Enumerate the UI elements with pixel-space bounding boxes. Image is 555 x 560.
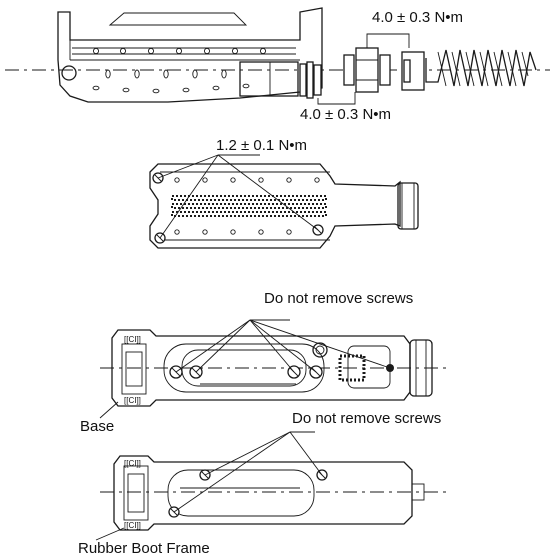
- base-cable-cap: [409, 339, 433, 397]
- screw-icon: [168, 469, 328, 518]
- tail-section: [239, 61, 299, 97]
- gland-nut: [343, 47, 391, 93]
- screw-icon: [169, 364, 394, 379]
- svg-text:[[CI]]: [[CI]]: [124, 521, 141, 530]
- vent-holes-lower: [92, 69, 250, 94]
- label-base: Base: [80, 418, 114, 435]
- svg-text:[[CI]]: [[CI]]: [124, 396, 141, 405]
- vent-holes-upper: [92, 47, 267, 55]
- torque-label-gland: 4.0 ± 0.3 N•m: [372, 9, 463, 26]
- display-window: [108, 12, 248, 26]
- vent-grid: [171, 195, 327, 217]
- base-housing: [111, 329, 411, 407]
- svg-text:[[CI]]: [[CI]]: [124, 459, 141, 468]
- torque-bracket-top: [366, 33, 410, 48]
- warning-label-screws-2: Do not remove screws: [292, 410, 441, 427]
- torque-label-cover: 1.2 ± 0.1 N•m: [216, 137, 307, 154]
- rubber-boot-frame: [113, 455, 413, 531]
- gland-cap: [401, 51, 425, 91]
- leader-line: [173, 431, 323, 513]
- leader-line: [99, 401, 119, 419]
- inner-plate: [163, 343, 325, 393]
- torque-label-tail: 4.0 ± 0.3 N•m: [300, 106, 391, 123]
- base-internal-view: [[CI]] [[CI]] Do not remove screws Base: [80, 290, 450, 435]
- strain-relief-spring: [425, 49, 537, 87]
- leader-line: [175, 319, 391, 373]
- label-rubber-boot-frame: Rubber Boot Frame: [78, 540, 210, 557]
- pendant-body-side: [57, 7, 323, 103]
- torque-bracket-bottom: [317, 92, 356, 105]
- leader-line: [157, 154, 219, 179]
- cable-end-cap: [397, 182, 419, 230]
- side-view: 4.0 ± 0.3 N•m 4.0 ± 0.3 N•m: [5, 7, 550, 123]
- rubber-boot-view: [[CI]] [[CI]] Do not remove screws Rubbe…: [78, 410, 450, 557]
- rear-cover-view: 1.2 ± 0.1 N•m: [149, 137, 419, 249]
- screw-icon: [152, 172, 324, 244]
- leader-line: [95, 527, 125, 541]
- rear-cover-body: [149, 163, 401, 249]
- warning-label-screws: Do not remove screws: [264, 290, 413, 307]
- svg-text:[[CI]]: [[CI]]: [124, 335, 141, 344]
- connector-block: [338, 354, 366, 382]
- mount-ring: [61, 65, 77, 81]
